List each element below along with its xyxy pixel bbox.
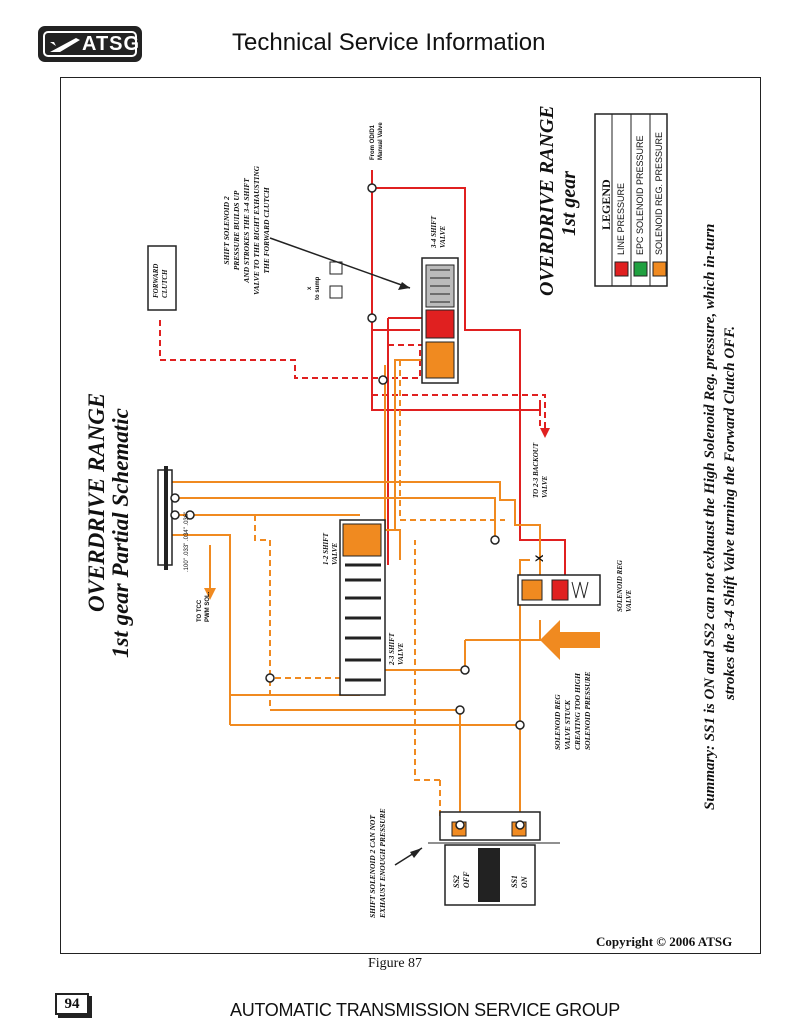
summary-line1: Summary: SS1 is ON and SS2 can not exhau… (702, 223, 718, 810)
range-title-line1: OVERDRIVE RANGE (536, 105, 558, 296)
atsg-logo: ATSG (38, 26, 142, 62)
x-mark: X (534, 554, 546, 562)
legend-title: LEGEND (599, 179, 613, 230)
legend-item-solreg: SOLENOID REG. PRESSURE (654, 131, 664, 255)
copyright: Copyright © 2006 ATSG (596, 934, 733, 949)
page-title: Technical Service Information (232, 29, 546, 56)
legend-item-line: LINE PRESSURE (616, 182, 626, 255)
page-number: 94 (55, 993, 89, 1015)
summary-line2: strokes the 3-4 Shift Valve turning the … (722, 326, 738, 700)
logo-text: ATSG (82, 33, 141, 55)
orifice-sizes-label: .100" .033" .034" .036" (184, 511, 190, 572)
plane-icon (50, 38, 80, 52)
diagram-title-line2: 1st gear Partial Schematic (108, 408, 133, 658)
footer-text: AUTOMATIC TRANSMISSION SERVICE GROUP (230, 1000, 620, 1020)
diagram-title-line1: OVERDRIVE RANGE (84, 392, 109, 612)
diagram-frame (60, 77, 761, 954)
range-title-line2: 1st gear (558, 171, 580, 236)
legend-item-epc: EPC SOLENOID PRESSURE (635, 135, 645, 255)
figure-caption: Figure 87 (368, 956, 423, 971)
